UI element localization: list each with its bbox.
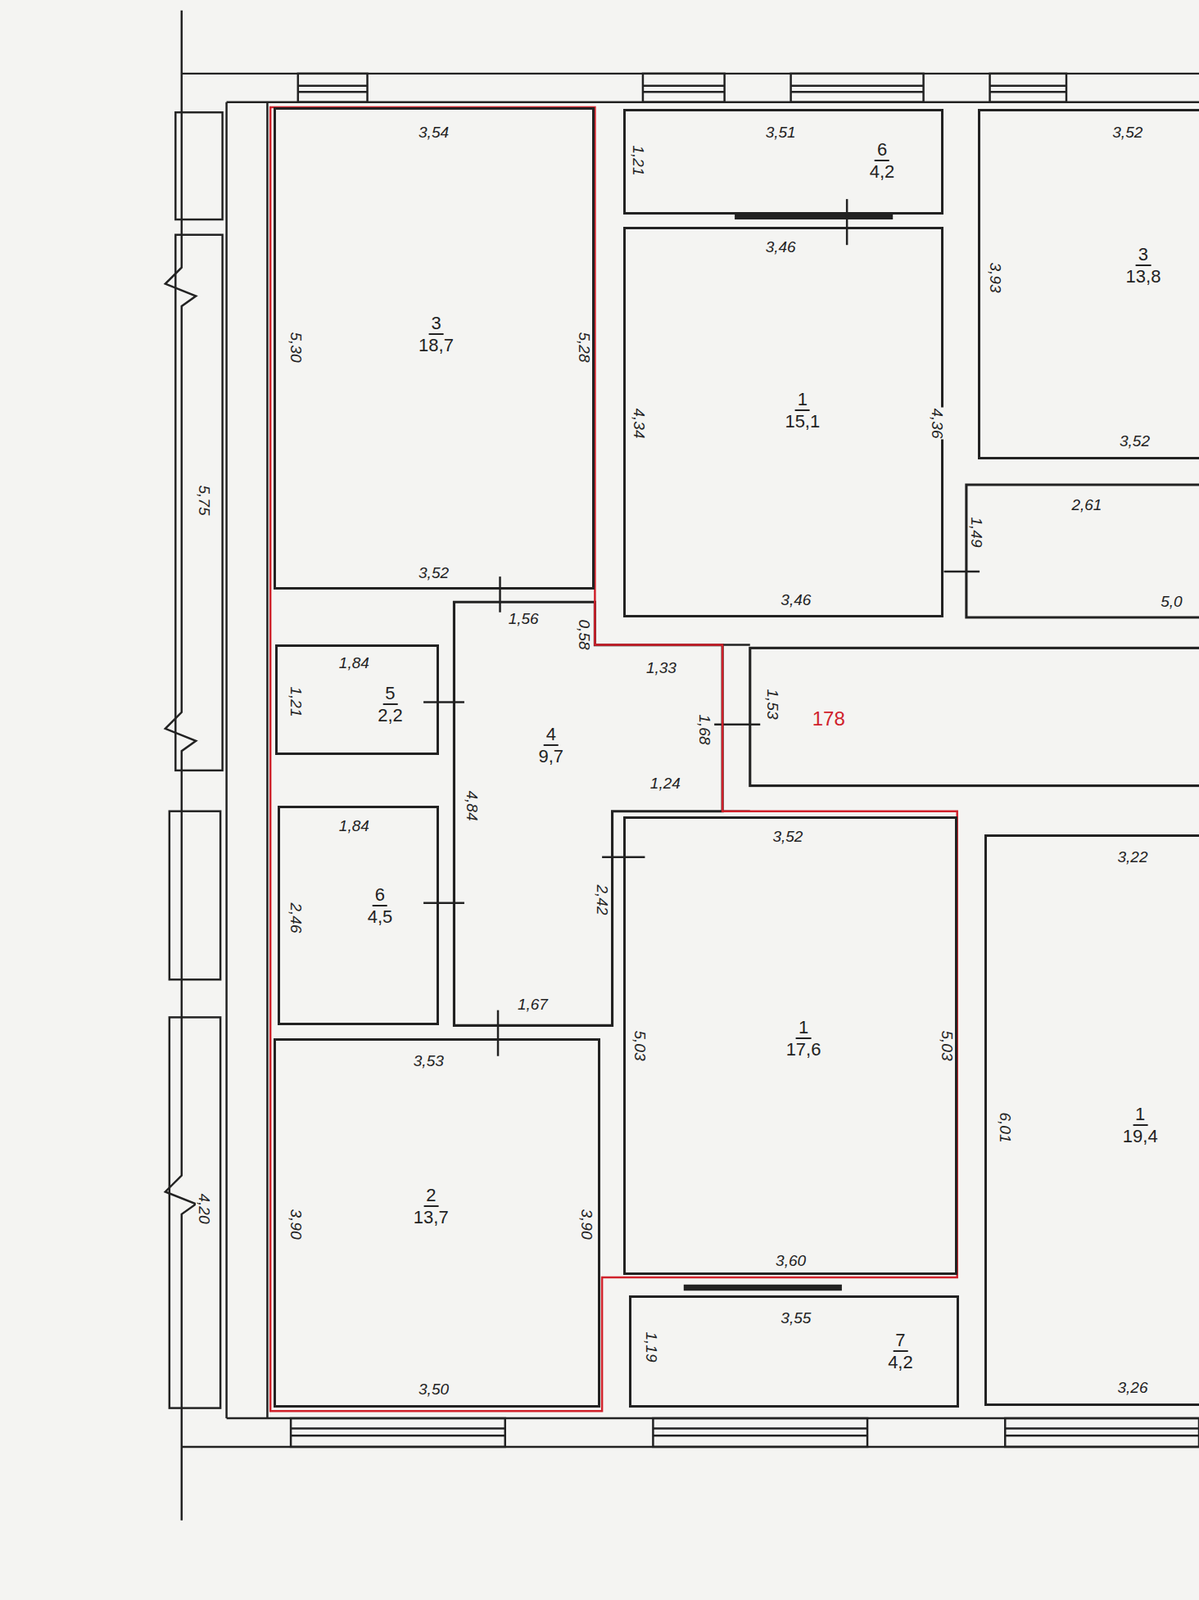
room-label: 313,8 (1123, 244, 1164, 287)
dimension-label: 1,19 (642, 1330, 660, 1363)
room-number: 6 (874, 139, 890, 162)
room-area: 4,5 (365, 906, 396, 928)
room-number: 7 (892, 1330, 908, 1353)
room-label: 64,2 (867, 139, 898, 182)
dimension-label: 1,84 (338, 818, 371, 835)
dimension-label: 1,53 (764, 687, 781, 720)
room-label: 49,7 (536, 723, 567, 767)
dimension-label: 3,90 (578, 1208, 595, 1241)
dimension-label: 2,46 (287, 902, 304, 935)
dimension-label: 3,52 (417, 565, 450, 582)
room-box: 117,6 (623, 816, 957, 1276)
dimension-label: 3,53 (412, 1053, 445, 1070)
room-number: 3 (428, 312, 444, 335)
dimension-label: 5,03 (631, 1030, 648, 1063)
dimension-label: 4,84 (463, 790, 480, 823)
dimension-label: 3,22 (1117, 849, 1150, 866)
dimension-label: 2,42 (593, 883, 611, 916)
dimension-label: 1,84 (338, 655, 371, 672)
room-label: 115,1 (782, 389, 823, 432)
dimension-label: 3,93 (986, 261, 1004, 294)
room-label: 119,4 (1120, 1103, 1161, 1147)
room-label: 117,6 (783, 1017, 824, 1060)
dimension-label: 3,52 (1111, 124, 1144, 141)
room-box: 119,4 (984, 834, 1199, 1407)
dimension-label: 3,60 (774, 1253, 807, 1270)
dimension-label: 4,20 (195, 1193, 213, 1226)
dimension-label: 5,30 (287, 330, 304, 363)
room-box: 115,1 (623, 226, 944, 618)
room-area: 18,7 (416, 334, 457, 356)
room-number: 6 (372, 884, 388, 907)
dimension-label: 4,34 (630, 407, 648, 440)
dimension-label: 3,52 (1118, 433, 1151, 450)
dimension-label: 3,55 (779, 1310, 812, 1327)
dimension-label: 1,49 (968, 516, 985, 549)
dimension-label: 3,51 (764, 124, 797, 141)
dimension-label: 3,26 (1117, 1379, 1150, 1397)
room-area: 17,6 (783, 1039, 824, 1060)
room-area: 15,1 (782, 411, 823, 432)
room-number: 3 (1135, 244, 1151, 267)
room-label: 64,5 (365, 884, 396, 928)
dimension-label: 3,54 (417, 124, 450, 141)
dimension-label: 3,50 (417, 1381, 450, 1399)
dimension-label: 2,61 (1070, 497, 1103, 514)
room-label: 213,7 (411, 1185, 452, 1228)
dimension-label: 3,52 (771, 828, 804, 846)
room-number: 2 (423, 1185, 439, 1208)
dimension-label: 4,36 (928, 407, 946, 440)
dimension-label: 5,75 (195, 484, 213, 516)
dimension-label: 3,46 (779, 592, 812, 609)
apartment-number: 178 (811, 708, 847, 730)
dimension-label: 3,90 (287, 1208, 304, 1241)
room-number: 1 (1132, 1103, 1148, 1127)
room-label: 74,2 (885, 1330, 916, 1373)
room-label: 52,2 (375, 683, 406, 726)
dimension-label: 3,46 (764, 239, 797, 256)
dimension-label: 5,28 (575, 330, 593, 363)
room-area: 4,2 (867, 161, 898, 182)
room-box: 213,7 (273, 1038, 601, 1408)
dimension-label: 1,33 (645, 660, 678, 677)
room-number: 1 (795, 389, 810, 412)
room-area: 2,2 (375, 705, 406, 726)
dimension-label: 5,0 (1159, 593, 1183, 611)
dimension-label: 1,68 (696, 713, 713, 746)
room-area: 9,7 (536, 746, 567, 767)
dimension-label: 0,58 (575, 618, 593, 651)
room-area: 13,8 (1123, 266, 1164, 287)
room-number: 1 (796, 1017, 811, 1040)
room-area: 4,2 (885, 1352, 916, 1373)
dimension-label: 6,01 (996, 1111, 1014, 1144)
dimension-label: 1,56 (507, 610, 540, 628)
dimension-label: 1,67 (516, 996, 549, 1014)
room-area: 13,7 (411, 1207, 452, 1228)
room-label: 318,7 (416, 312, 457, 356)
dimension-label: 1,21 (287, 686, 304, 719)
room-number: 4 (543, 723, 559, 747)
dimension-label: 5,03 (938, 1030, 955, 1063)
dimension-label: 1,24 (649, 775, 682, 792)
room-number: 5 (382, 683, 398, 706)
room-area: 19,4 (1120, 1126, 1161, 1147)
room-box: 313,8 (977, 108, 1199, 459)
room-box: 318,7 (273, 107, 595, 590)
dimension-label: 1,21 (629, 144, 647, 177)
